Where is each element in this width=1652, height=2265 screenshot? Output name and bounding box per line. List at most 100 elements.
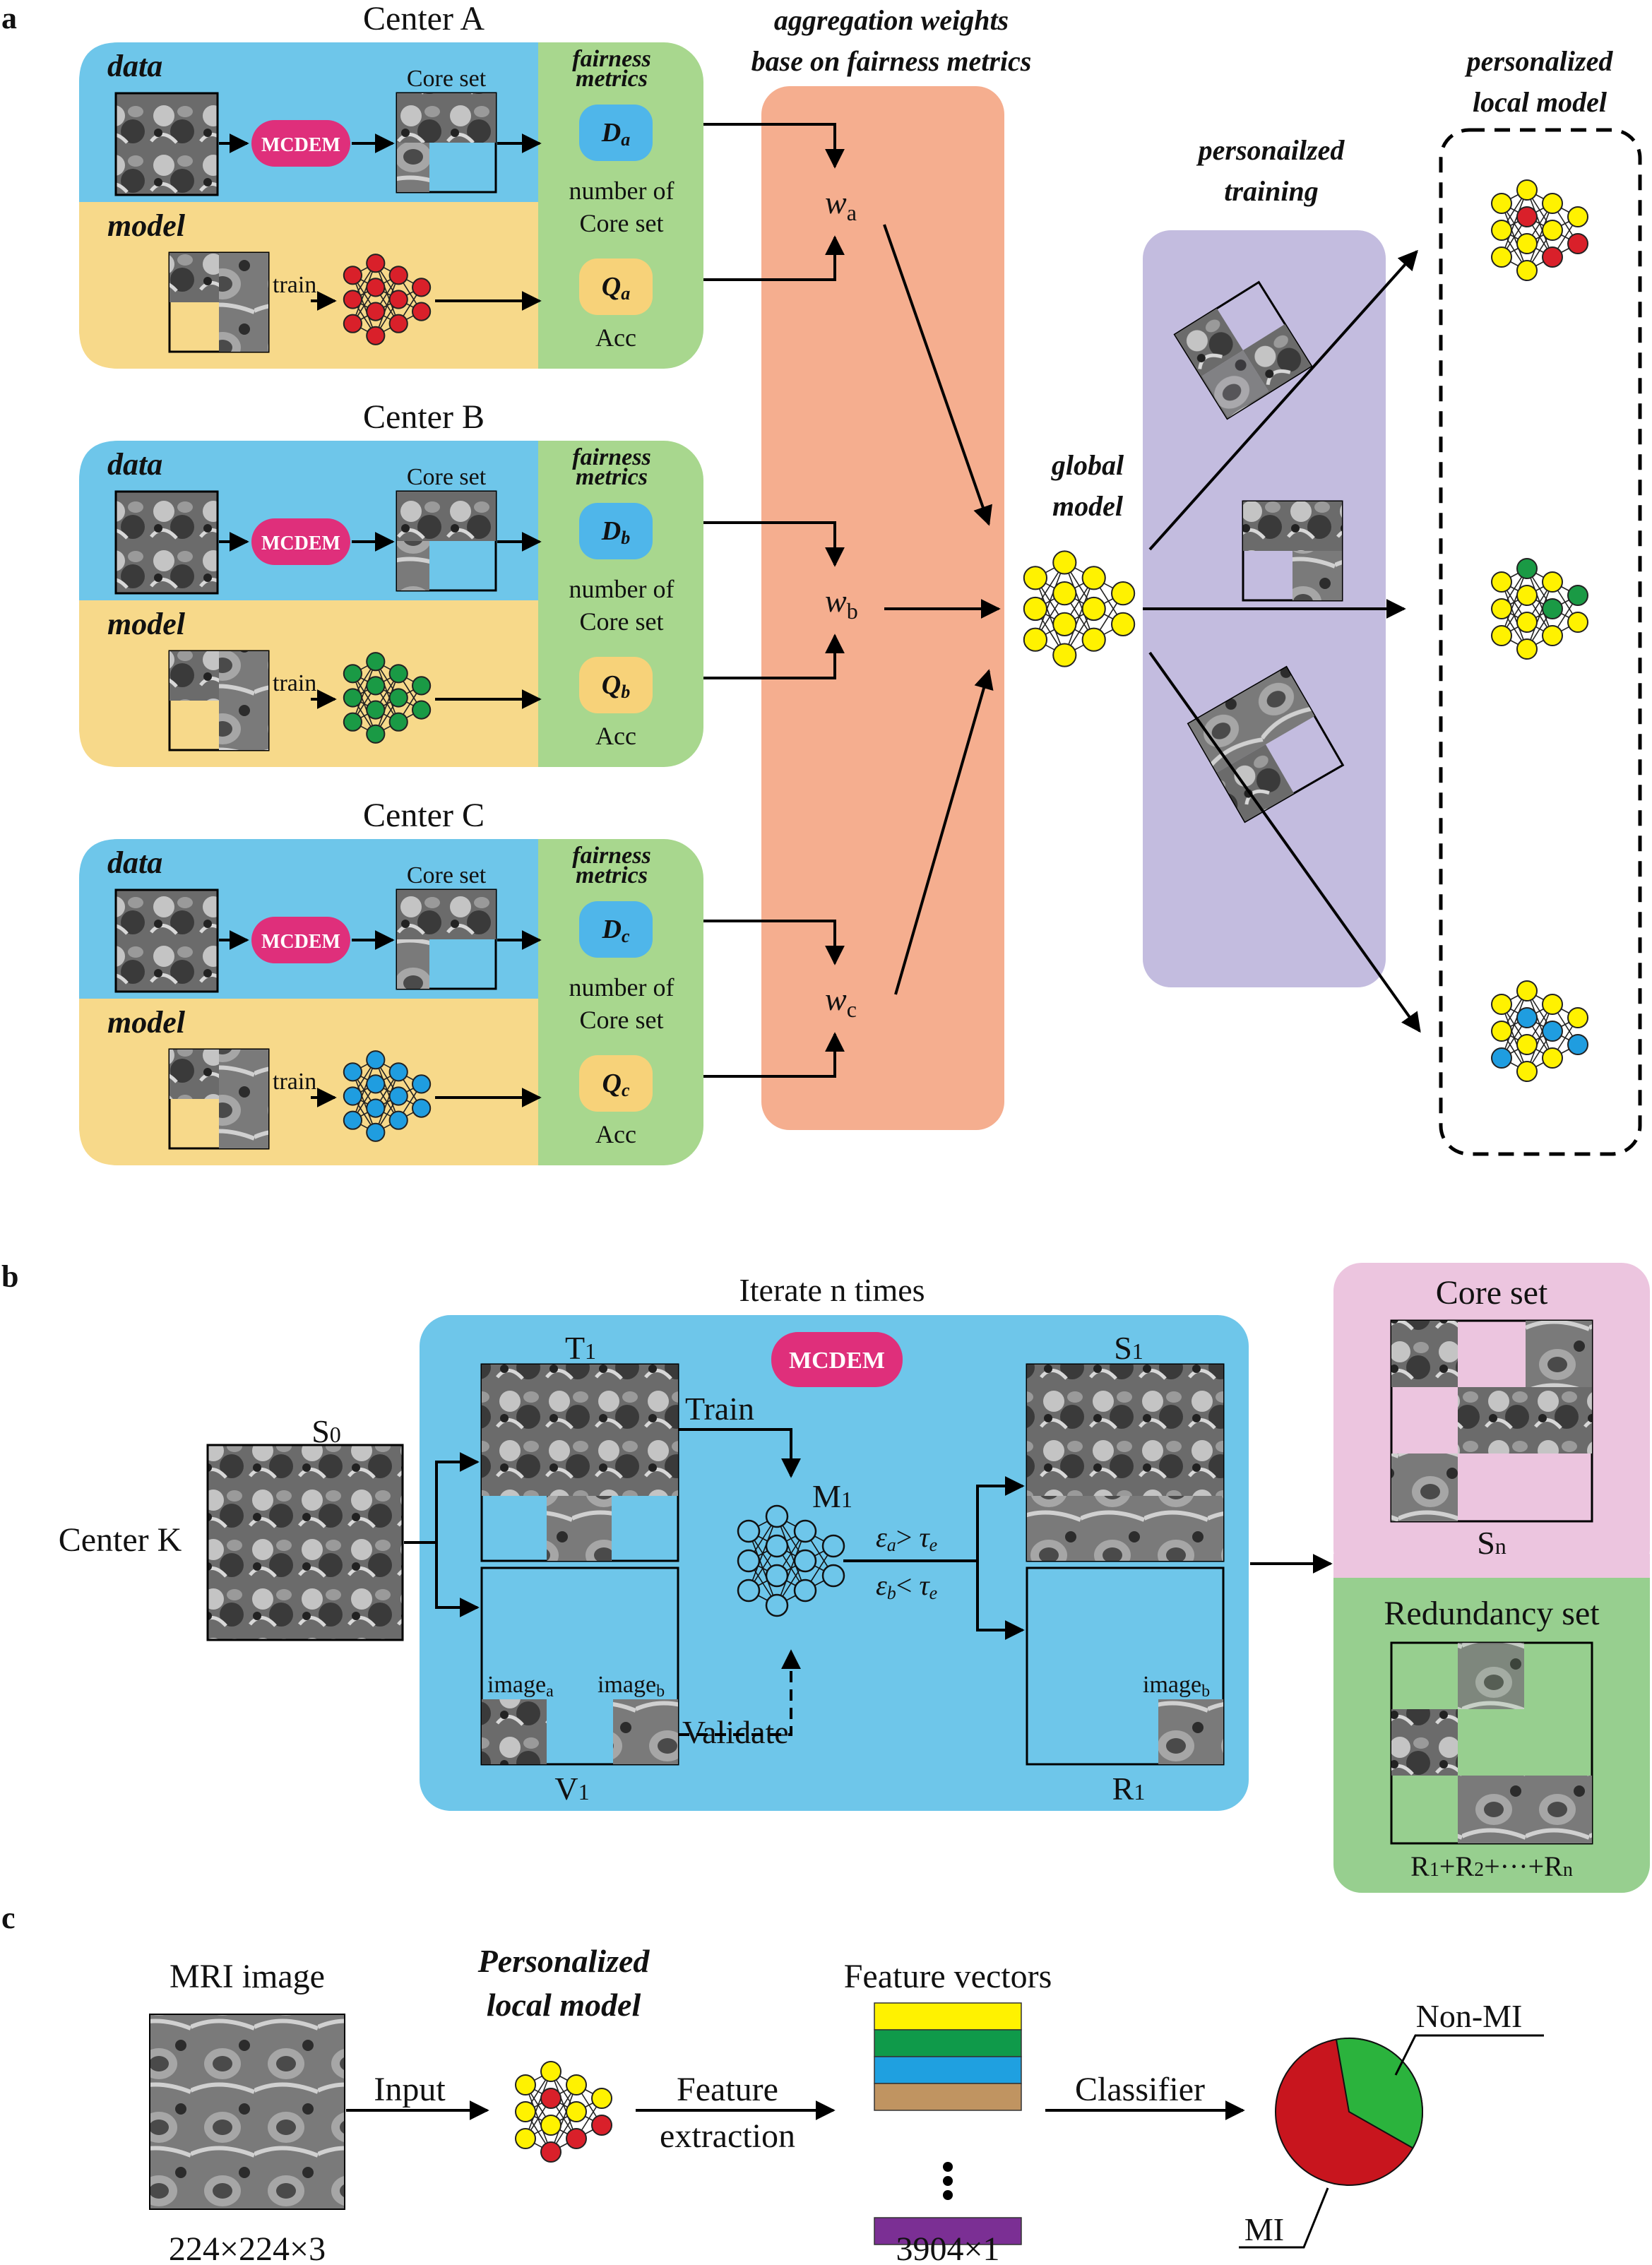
net-edge xyxy=(352,263,376,324)
mi-label: MI xyxy=(1244,2211,1284,2247)
net-node xyxy=(1516,612,1538,633)
feature-extraction-line1: Feature xyxy=(677,2071,778,2108)
mcdem-pill-b xyxy=(771,1332,903,1387)
fairness-line1: fairness xyxy=(572,46,650,72)
model-train-image-1 xyxy=(170,253,219,302)
acc-label: Acc xyxy=(595,1120,636,1148)
mcdem-pill xyxy=(251,518,350,565)
center-name: Center C xyxy=(363,797,485,834)
net-node xyxy=(821,1564,845,1588)
center-local-network xyxy=(343,254,432,345)
net-node xyxy=(343,1110,362,1130)
net-node xyxy=(1491,1047,1512,1069)
personalized-training-line2: training xyxy=(1224,175,1318,207)
personalized-training-line1: personailzed xyxy=(1196,134,1345,166)
net-node xyxy=(1023,596,1048,622)
ellipsis-dot-3 xyxy=(943,2190,953,2200)
net-node xyxy=(366,652,386,672)
net-node xyxy=(737,1519,761,1543)
q-pill xyxy=(579,258,653,315)
net-node xyxy=(412,1074,432,1094)
core-set-images-top xyxy=(397,492,496,541)
local-network-b xyxy=(1491,558,1588,660)
net-node xyxy=(793,1549,817,1573)
net-edge xyxy=(1064,578,1095,655)
panel-a: a aggregation weights base on fairness m… xyxy=(1,0,1642,1165)
mri-title: MRI image xyxy=(170,1958,325,1995)
net-node xyxy=(366,1098,386,1118)
train-label: train xyxy=(273,272,316,298)
net-node xyxy=(1567,1034,1588,1055)
center-arrows xyxy=(219,123,845,311)
net-node xyxy=(1052,550,1077,575)
personal-tile-2 xyxy=(1242,500,1343,602)
net-node xyxy=(1542,625,1563,646)
sn-image-2 xyxy=(1526,1321,1592,1387)
q-pill xyxy=(579,1055,653,1112)
net-node xyxy=(388,1110,408,1130)
net-node xyxy=(1567,612,1588,633)
global-model-network xyxy=(1023,550,1136,667)
net-node xyxy=(1567,206,1588,227)
fairness-line2: metrics xyxy=(576,862,648,888)
condition-eps-b: εb< τe xyxy=(876,1569,937,1603)
net-node xyxy=(1516,233,1538,254)
net-node xyxy=(1491,1021,1512,1042)
data-label: data xyxy=(107,447,162,482)
net-node xyxy=(1516,980,1538,1001)
net-node xyxy=(366,278,386,297)
net-edge xyxy=(1526,581,1553,650)
personalized-model-line1: Personalized xyxy=(477,1943,650,1979)
condition-eps-a: εa> τe xyxy=(876,1521,937,1555)
core-set-title-b: Core set xyxy=(1436,1274,1548,1312)
net-node xyxy=(1491,625,1512,646)
net-node xyxy=(1023,566,1048,590)
weight-label: wc xyxy=(825,981,857,1022)
panel-b-arrows xyxy=(404,1428,1333,1736)
d-pill xyxy=(579,105,653,161)
net-node xyxy=(515,2128,536,2149)
net-node xyxy=(366,724,386,744)
r1-label: R1 xyxy=(1112,1771,1146,1807)
net-node xyxy=(1111,581,1136,606)
global-model-line1: global xyxy=(1051,449,1124,481)
core-set-images-top xyxy=(397,93,496,143)
net-node xyxy=(515,2101,536,2122)
net-edge xyxy=(748,1516,778,1591)
net-node xyxy=(566,2101,587,2122)
net-node xyxy=(366,254,386,273)
core-set-label: Core set xyxy=(407,862,487,888)
net-node xyxy=(1542,246,1563,268)
aggregation-box xyxy=(761,86,1004,1130)
d-pill xyxy=(579,503,653,559)
net-node xyxy=(1081,627,1106,652)
net-node xyxy=(343,314,362,333)
mri-image xyxy=(149,2014,345,2210)
net-node xyxy=(1542,1047,1563,1069)
personalized-local-line2: local model xyxy=(1473,86,1608,118)
mi-pie-chart xyxy=(1275,2038,1423,2186)
center-data-images xyxy=(114,92,219,196)
net-node xyxy=(1023,627,1048,652)
r1-frame xyxy=(1026,1567,1225,1766)
model-region xyxy=(79,600,538,767)
t1-label: T1 xyxy=(565,1330,596,1366)
panel-b-label: b xyxy=(1,1259,18,1294)
aggregation-title-line2: base on fairness metrics xyxy=(751,45,1032,77)
sn-image-4 xyxy=(1391,1453,1458,1521)
d-pill xyxy=(579,901,653,958)
d-pill-text: Db xyxy=(601,516,630,548)
net-node xyxy=(366,1074,386,1094)
m1-label: M1 xyxy=(812,1478,852,1514)
r1-image-b xyxy=(1158,1699,1223,1764)
net-edge xyxy=(1501,990,1528,1059)
sn-label: Sn xyxy=(1477,1525,1507,1561)
v1-label: V1 xyxy=(554,1771,589,1807)
net-node xyxy=(1491,598,1512,619)
model-label: model xyxy=(107,208,186,243)
net-node xyxy=(1567,233,1588,254)
net-node xyxy=(343,688,362,708)
q-pill-text: Qb xyxy=(602,670,630,702)
net-node xyxy=(1516,1061,1538,1082)
